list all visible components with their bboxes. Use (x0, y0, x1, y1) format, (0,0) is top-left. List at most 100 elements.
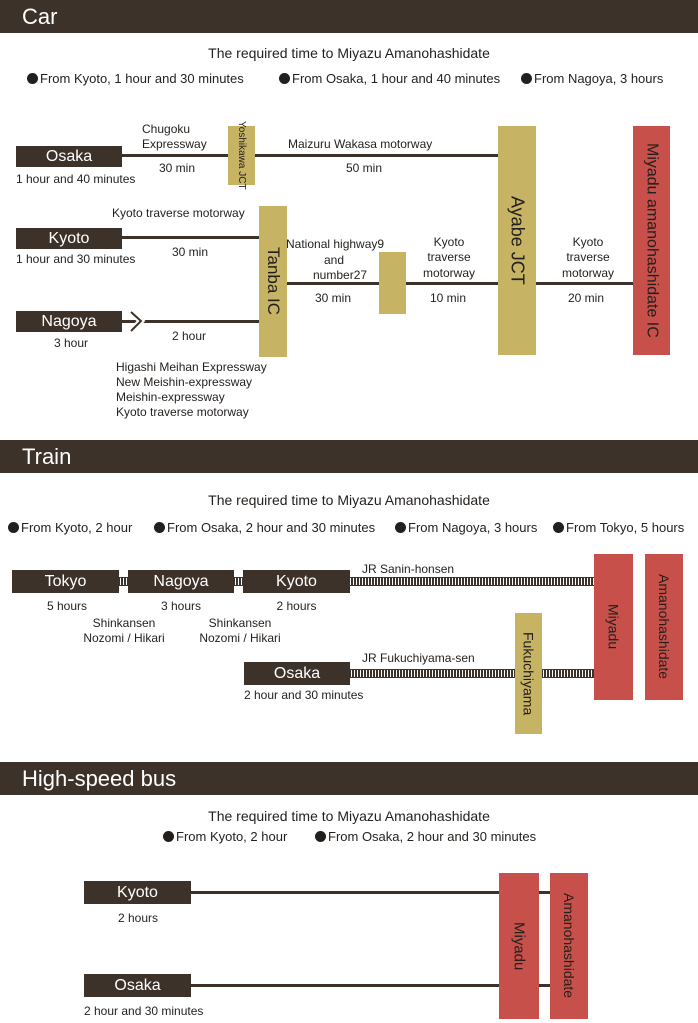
train-from-osaka: From Osaka, 2 hour and 30 minutes (154, 520, 375, 535)
bus-section-header: High-speed bus (0, 762, 698, 795)
train-miyadu-box: Miyadu (594, 554, 633, 700)
train-required-time: The required time to Miyazu Amanohashida… (208, 492, 490, 508)
car-from-nagoya: From Nagoya, 3 hours (521, 71, 663, 86)
national-junction-box (379, 252, 406, 314)
bus-kyoto-line-1 (190, 891, 500, 894)
tanba-ic-label: Tanba IC (264, 247, 283, 316)
ayabe-jct-label: Ayabe JCT (507, 196, 528, 285)
national-label-2: and (323, 253, 345, 267)
kt2-label-2: traverse (566, 250, 610, 264)
car-nagoya-time: 3 hour (53, 336, 89, 350)
kyoto-traverse-label: Kyoto traverse motorway (112, 206, 245, 220)
ayabe-jct-box: Ayabe JCT (498, 126, 536, 355)
national-highway-line (286, 282, 379, 285)
car-from-osaka: From Osaka, 1 hour and 40 minutes (279, 71, 500, 86)
kt1-route-line (406, 282, 499, 285)
train-section-header: Train (0, 440, 698, 473)
tanba-ic-box: Tanba IC (259, 206, 287, 357)
bullet-icon (315, 831, 326, 842)
train-section-title: Train (22, 444, 72, 469)
bullet-icon (553, 522, 564, 533)
chugoku-label-1: Chugoku (142, 122, 191, 136)
train-osaka-box: Osaka (244, 662, 350, 685)
kyoto-traverse-route-line (121, 236, 260, 239)
chugoku-time: 30 min (159, 161, 196, 175)
bus-from-osaka-text: From Osaka, 2 hour and 30 minutes (328, 829, 537, 844)
nagoya-route-time: 2 hour (172, 329, 207, 343)
car-osaka-box: Osaka (16, 146, 122, 167)
train-amanohashidate-box: Amanohashidate (645, 554, 683, 700)
bullet-icon (27, 73, 38, 84)
shinkansen-1-label-2: Nozomi / Hikari (83, 631, 165, 645)
train-from-tokyo-text: From Tokyo, 5 hours (566, 520, 685, 535)
train-kyoto-box: Kyoto (243, 570, 350, 593)
bus-osaka-line-1 (190, 984, 500, 987)
bullet-icon (163, 831, 174, 842)
bullet-icon (154, 522, 165, 533)
nagoya-route-1: Higashi Meihan Expressway (116, 360, 267, 374)
train-nagoya-time: 3 hours (160, 599, 202, 613)
shinkansen-2-label-1: Shinkansen (208, 616, 272, 630)
fukuchiyama-rail (349, 669, 596, 678)
chugoku-label-2: Expressway (142, 137, 207, 151)
car-kyoto-box: Kyoto (16, 228, 122, 249)
chugoku-route-line (121, 154, 228, 157)
shinkansen-2-label-2: Nozomi / Hikari (199, 631, 281, 645)
bus-miyadu-label: Miyadu (510, 921, 528, 971)
miyadu-ic-label: Miyadu amanohashidate IC (643, 143, 661, 338)
miyadu-ic-box: Miyadu amanohashidate IC (633, 126, 670, 355)
bus-osaka-box: Osaka (84, 974, 191, 997)
train-kyoto-time: 2 hours (276, 599, 317, 613)
nagoya-route-3: Meishin-expressway (116, 390, 225, 404)
car-section-title: Car (22, 4, 58, 29)
train-osaka-time: 2 hour and 30 minutes (244, 688, 364, 702)
car-nagoya-box: Nagoya (16, 311, 122, 332)
car-from-osaka-text: From Osaka, 1 hour and 40 minutes (292, 71, 501, 86)
bus-section-title: High-speed bus (22, 766, 177, 791)
kt1-label-3: motorway (422, 266, 475, 280)
kt1-label-2: traverse (427, 250, 471, 264)
bus-osaka-line-2 (538, 984, 550, 987)
nagoya-route-line (121, 320, 260, 323)
kt2-route-line (535, 282, 634, 285)
nagoya-route-4: Kyoto traverse motorway (116, 405, 249, 419)
bullet-icon (279, 73, 290, 84)
bus-amanohashidate-box: Amanohashidate (550, 873, 588, 1019)
bus-from-kyoto-text: From Kyoto, 2 hour (176, 829, 288, 844)
bus-required-time: The required time to Miyazu Amanohashida… (208, 808, 490, 824)
train-from-nagoya-text: From Nagoya, 3 hours (408, 520, 538, 535)
nagoya-route-2: New Meishin-expressway (116, 375, 253, 389)
kt2-time: 20 min (568, 291, 605, 305)
maizuru-label: Maizuru Wakasa motorway (288, 137, 433, 151)
bus-from-osaka: From Osaka, 2 hour and 30 minutes (315, 829, 536, 844)
car-section-header: Car (0, 0, 698, 33)
maizuru-time: 50 min (346, 161, 383, 175)
bus-osaka-time: 2 hour and 30 minutes (84, 1004, 204, 1018)
shinkansen-1-label-1: Shinkansen (92, 616, 156, 630)
route-break-icon (128, 309, 146, 334)
bullet-icon (8, 522, 19, 533)
car-from-kyoto-text: From Kyoto, 1 hour and 30 minutes (40, 71, 244, 86)
bus-from-kyoto: From Kyoto, 2 hour (163, 829, 287, 844)
train-from-kyoto-text: From Kyoto, 2 hour (21, 520, 133, 535)
shinkansen-rail-2 (233, 577, 245, 586)
yoshikawa-jct-box: Yoshikawa JCT (228, 121, 255, 190)
shinkansen-rail-1 (118, 577, 130, 586)
bus-kyoto-box: Kyoto (84, 881, 191, 904)
bus-amanohashidate-label: Amanohashidate (561, 893, 577, 999)
bus-miyadu-box: Miyadu (499, 873, 539, 1019)
train-miyadu-label: Miyadu (605, 604, 622, 650)
kt1-label-1: Kyoto (433, 235, 465, 249)
car-required-time: The required time to Miyazu Amanohashida… (208, 45, 490, 61)
train-amanohashidate-label: Amanohashidate (656, 574, 672, 680)
bullet-icon (521, 73, 532, 84)
kt1-time: 10 min (430, 291, 467, 305)
bullet-icon (395, 522, 406, 533)
fukuchiyama-line-label: JR Fukuchiyama-sen (362, 651, 475, 665)
car-kyoto-time: 1 hour and 30 minutes (16, 252, 136, 266)
yoshikawa-jct-label: Yoshikawa JCT (236, 121, 247, 190)
national-label-1: National highway9 (286, 237, 385, 251)
maizuru-route-line (255, 154, 499, 157)
car-from-kyoto: From Kyoto, 1 hour and 30 minutes (27, 71, 244, 86)
kt2-label-1: Kyoto (572, 235, 604, 249)
